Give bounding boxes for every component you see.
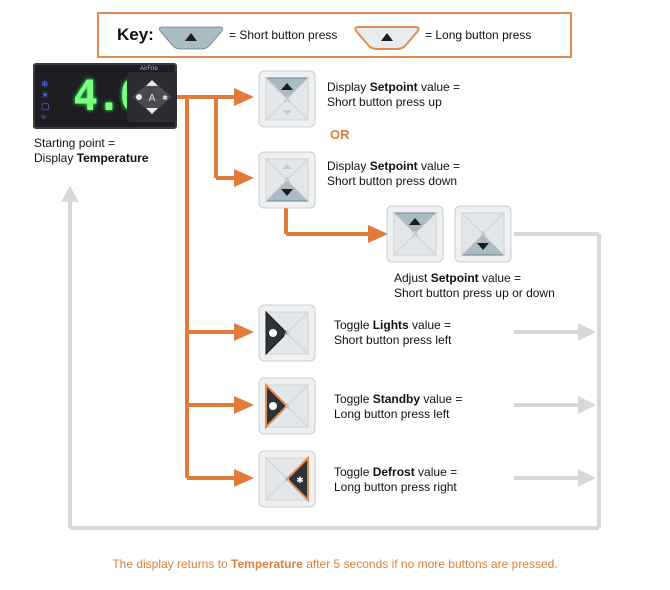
keypad-adjust-up-icon: A [386, 205, 444, 263]
toggle-standby-label: Toggle Standby value = Long button press… [334, 392, 463, 421]
svg-text:A: A [284, 95, 291, 106]
svg-text:A: A [284, 329, 291, 340]
keypad-left-long-icon: A [258, 377, 316, 435]
toggle-lights-label: Toggle Lights value = Short button press… [334, 318, 452, 347]
svg-text:A: A [149, 93, 156, 104]
svg-text:A: A [412, 230, 419, 241]
legend-box: Key: = Short button press = Long button … [97, 12, 572, 58]
display-status-icons: ❄☀▢≈ [41, 79, 50, 122]
keypad-adjust-down-icon: A [454, 205, 512, 263]
start-label-line1: Starting point = [34, 136, 116, 150]
keypad-up-short-icon: A [258, 70, 316, 128]
legend-title: Key: [117, 25, 154, 44]
svg-text:A: A [284, 402, 291, 413]
legend-symbols [158, 26, 420, 50]
svg-text:A: A [284, 176, 291, 187]
svg-text:✱: ✱ [296, 475, 304, 485]
adjust-setpoint-label: Adjust Setpoint value = Short button pre… [394, 271, 555, 300]
footer-note: The display returns to Temperature after… [112, 557, 558, 571]
svg-text:✱: ✱ [162, 94, 168, 102]
long-press-symbol-icon [354, 26, 420, 50]
keypad-right-long-icon: ✱ A [258, 450, 316, 508]
setpoint-down-label: Display Setpoint value = Short button pr… [327, 159, 461, 188]
legend-long-label: = Long button press [425, 28, 532, 42]
display-brand: AirFrio [140, 66, 158, 72]
start-label-line2: Display Temperature [34, 151, 149, 165]
or-label: OR [330, 127, 350, 142]
keypad-left-short-icon: A [258, 304, 316, 362]
display-keypad-icon: A ✱ [127, 72, 177, 122]
controller-display: ❄☀▢≈ 4.0 AirFrio A ✱ [33, 63, 177, 129]
svg-text:A: A [284, 475, 291, 486]
legend-short-label: = Short button press [229, 28, 338, 42]
short-press-symbol-icon [158, 26, 224, 50]
svg-text:A: A [480, 230, 487, 241]
setpoint-up-label: Display Setpoint value = Short button pr… [327, 80, 461, 109]
toggle-defrost-label: Toggle Defrost value = Long button press… [334, 465, 458, 494]
keypad-down-short-icon: A [258, 151, 316, 209]
